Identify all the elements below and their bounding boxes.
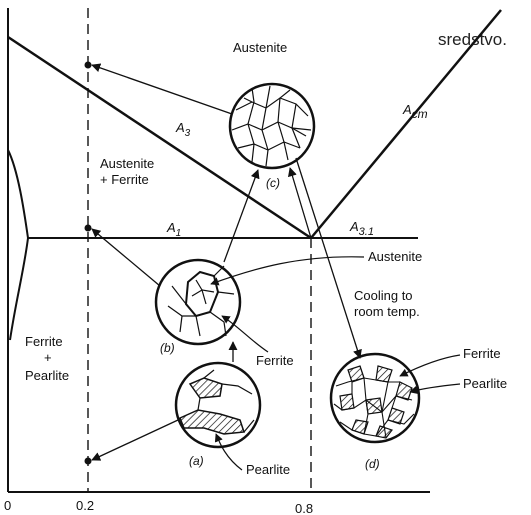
micrograph-d-label: (d) (365, 457, 380, 471)
micrograph-d: (d) (331, 354, 419, 471)
region-ferrite-pearlite-1: Ferrite (25, 334, 63, 349)
callout-austenite: Austenite (368, 249, 422, 264)
region-austenite-ferrite-1: Austenite (100, 156, 154, 171)
a31-label: A3.1 (349, 219, 374, 238)
callout-ferrite-b: Ferrite (256, 353, 294, 368)
svg-text:Acm: Acm (402, 102, 428, 121)
region-austenite: Austenite (233, 40, 287, 55)
dot-austenite (85, 62, 92, 69)
micrograph-c-label: (c) (266, 176, 280, 190)
callout-ferrite-b-arrow (222, 316, 268, 352)
svg-text:A3: A3 (175, 120, 191, 139)
dot-a1 (85, 225, 92, 232)
svg-text:A1: A1 (166, 220, 181, 239)
acm-line (311, 10, 501, 238)
ferrite-solvus-curve (8, 150, 28, 340)
callout-cooling-1: Cooling to (354, 288, 413, 303)
svg-text:A3.1: A3.1 (349, 219, 374, 238)
region-ferrite-pearlite-2: + (44, 350, 52, 365)
callout-ferrite-d: Ferrite (463, 346, 501, 361)
x-tick-0.2: 0.2 (76, 498, 94, 513)
a1-label: A1 (166, 220, 181, 239)
micrograph-b-label: (b) (160, 341, 175, 355)
region-ferrite-pearlite-3: Pearlite (25, 368, 69, 383)
callout-cooling-2: room temp. (354, 304, 420, 319)
x-tick-0: 0 (4, 498, 11, 513)
dot-room-temp (85, 458, 92, 465)
acm-label: Acm (402, 102, 428, 121)
micrograph-a: (a) (176, 363, 260, 468)
a3-label: A3 (175, 120, 191, 139)
micrograph-a-label: (a) (189, 454, 204, 468)
region-austenite-ferrite-2: + Ferrite (100, 172, 149, 187)
callout-pearlite-a: Pearlite (246, 462, 290, 477)
x-tick-0.8: 0.8 (295, 501, 313, 515)
callout-pearlite-d: Pearlite (463, 376, 507, 391)
micrograph-b: (b) (156, 260, 240, 355)
arrow-a-to-room-dot (92, 420, 178, 460)
